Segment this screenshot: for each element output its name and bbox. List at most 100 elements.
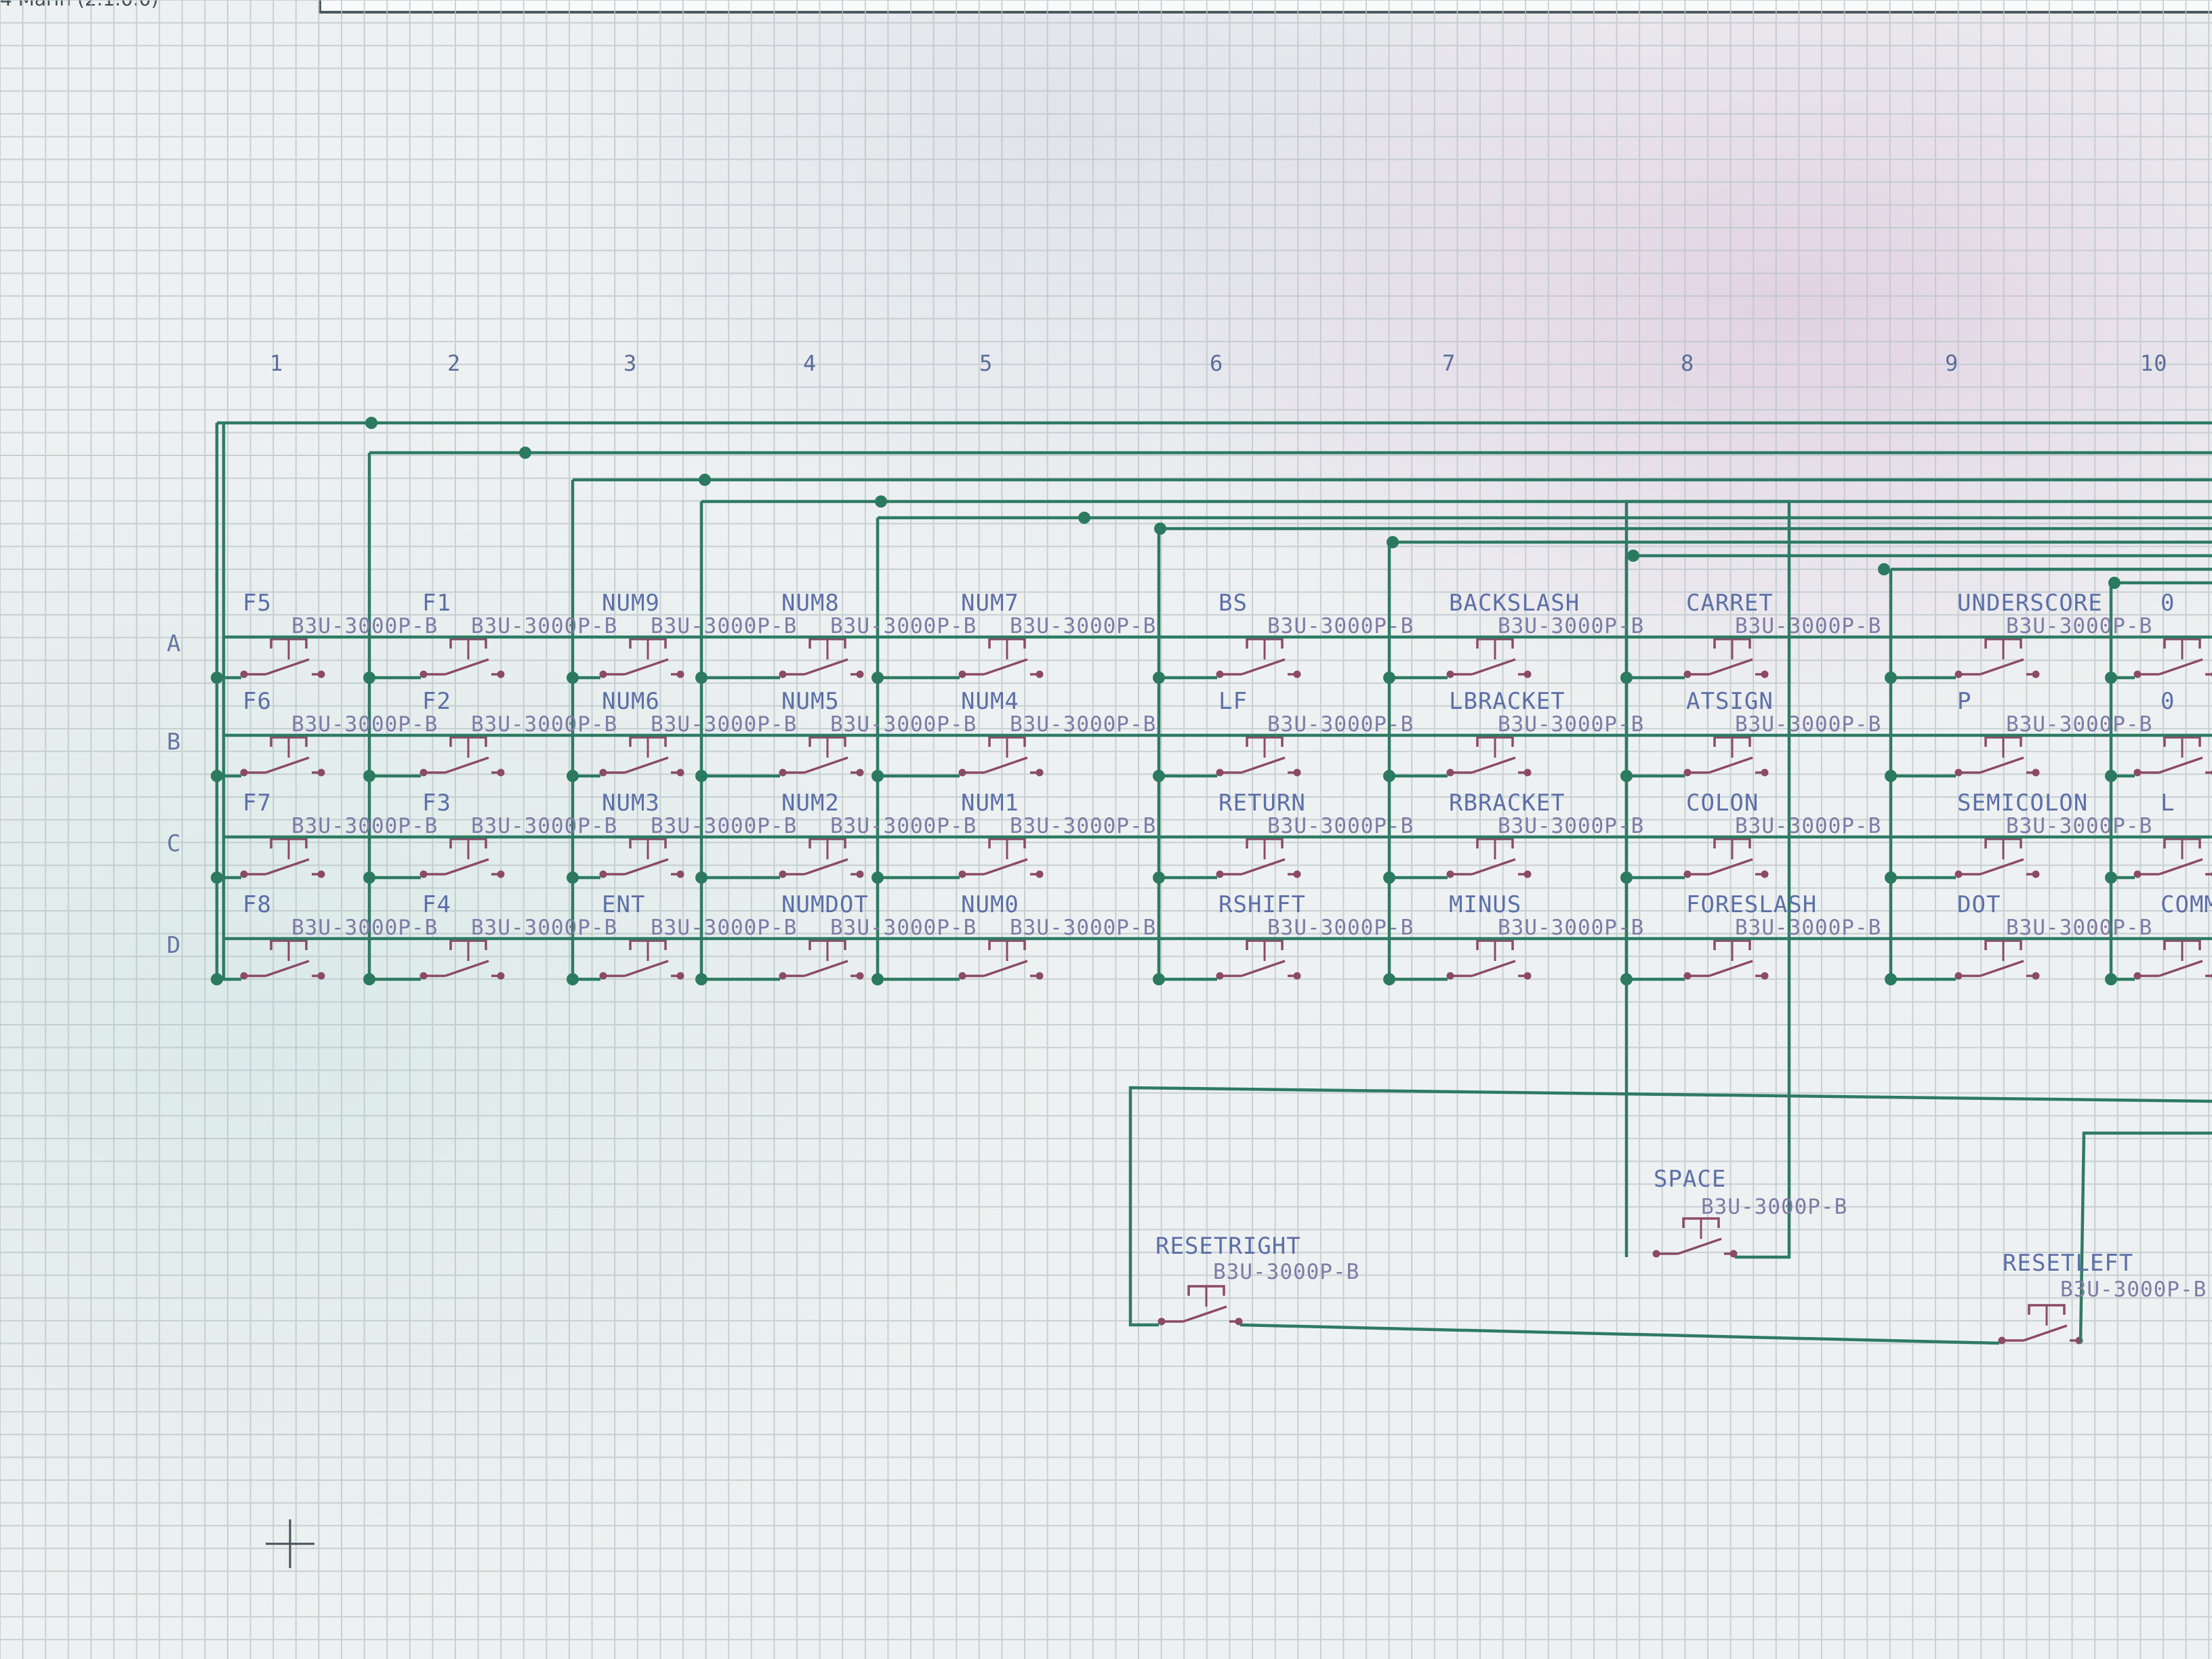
switch-symbol-rbracket[interactable]: [1446, 838, 1532, 878]
switch-symbol-carret[interactable]: [1683, 638, 1769, 678]
switch-label-resetleft: RESETLEFT: [2003, 1250, 2134, 1277]
switch-part-label: B3U-3000P-B: [830, 614, 977, 638]
switch-label-f3: F3: [422, 790, 451, 817]
switch-label-f1: F1: [422, 590, 451, 617]
switch-symbol-lf[interactable]: [1216, 736, 1301, 777]
switch-label-num6: NUM6: [602, 688, 660, 715]
switch-label-colon: COLON: [1686, 790, 1759, 817]
switch-symbol-dot[interactable]: [1954, 939, 2040, 980]
switch-symbol-colon[interactable]: [1683, 838, 1769, 878]
switch-part-label: B3U-3000P-B: [2006, 614, 2153, 638]
switch-symbol-f4[interactable]: [419, 939, 505, 980]
space-switch-wire[interactable]: [1624, 499, 1791, 1259]
switch-part-label: B3U-3000P-B: [471, 814, 618, 838]
switch-symbol-f1[interactable]: [419, 638, 505, 678]
switch-symbol-semicolon[interactable]: [1954, 838, 2040, 878]
switch-part-label: B3U-3000P-B: [1498, 916, 1645, 940]
switch-label-num0: NUM0: [961, 891, 1019, 918]
junction-dot: [695, 770, 708, 782]
junction-dot: [2105, 672, 2117, 684]
junction-dot: [695, 872, 708, 884]
switch-symbol-lbracket[interactable]: [1446, 736, 1532, 777]
junction-dot: [567, 973, 579, 985]
switch-symbol-num4[interactable]: [958, 736, 1044, 777]
switch-part-label: B3U-3000P-B: [1498, 712, 1645, 737]
switch-symbol-comma[interactable]: [2133, 939, 2212, 980]
switch-symbol-rshift[interactable]: [1216, 939, 1301, 980]
junction-dot: [363, 770, 375, 782]
switch-symbol-num6[interactable]: [599, 736, 684, 777]
junction-dot: [2105, 770, 2117, 782]
row-letter-a: A: [167, 630, 182, 657]
switch-label-f5: F5: [243, 590, 272, 617]
switch-symbol-f2[interactable]: [419, 736, 505, 777]
resetright-wire[interactable]: [1128, 1086, 2212, 1327]
switch-symbol-f8[interactable]: [240, 939, 325, 980]
junction-dot: [1878, 563, 1890, 575]
switch-symbol-num5[interactable]: [779, 736, 864, 777]
switch-symbol-f5[interactable]: [240, 638, 325, 678]
switch-symbol-num0[interactable]: [958, 939, 1044, 980]
switch-part-label: B3U-3000P-B: [1498, 614, 1645, 638]
switch-symbol-num7[interactable]: [958, 638, 1044, 678]
junction-dot: [1153, 672, 1165, 684]
switch-label-num5: NUM5: [781, 688, 840, 715]
switch-symbol-resetright[interactable]: [1158, 1285, 1243, 1326]
switch-part-label: B3U-3000P-B: [291, 712, 438, 737]
switch-symbol-0[interactable]: [2133, 638, 2212, 678]
switch-symbol-minus[interactable]: [1446, 939, 1532, 980]
toolbar-panel: [319, 0, 2212, 14]
junction-dot: [695, 672, 708, 684]
switch-symbol-num2[interactable]: [779, 838, 864, 878]
junction-dot: [1078, 512, 1090, 524]
switch-part-label: B3U-3000P-B: [1735, 916, 1882, 940]
junction-dot: [1383, 770, 1395, 782]
junction-dot: [519, 447, 531, 459]
column-number-8: 8: [1681, 350, 1695, 376]
switch-part-label: B3U-3000P-B: [651, 814, 798, 838]
switch-symbol-f7[interactable]: [240, 838, 325, 878]
resetleft-wire[interactable]: [2078, 1131, 2212, 1344]
switch-part-label: B3U-3000P-B: [1735, 614, 1882, 638]
switch-symbol-ent[interactable]: [599, 939, 684, 980]
switch-symbol-l[interactable]: [2133, 838, 2212, 878]
switch-part-label: B3U-3000P-B: [471, 614, 618, 638]
switch-symbol-return[interactable]: [1216, 838, 1301, 878]
window-title: 4 Marin (2.1.0.0): [0, 0, 159, 10]
switch-symbol-underscore[interactable]: [1954, 638, 2040, 678]
switch-part-label: B3U-3000P-B: [651, 712, 798, 737]
switch-symbol-space[interactable]: [1652, 1217, 1738, 1258]
switch-label-p: P: [1957, 688, 1972, 715]
switch-label-num7: NUM7: [961, 590, 1019, 617]
switch-label-minus: MINUS: [1449, 891, 1522, 918]
switch-symbol-num9[interactable]: [599, 638, 684, 678]
switch-part-label: B3U-3000P-B: [2006, 916, 2153, 940]
switch-part-label: B3U-3000P-B: [1010, 814, 1157, 838]
switch-symbol-p[interactable]: [1954, 736, 2040, 777]
switch-symbol-resetleft[interactable]: [1998, 1304, 2083, 1345]
switch-symbol-atsign[interactable]: [1683, 736, 1769, 777]
junction-dot: [699, 474, 711, 486]
switch-symbol-num8[interactable]: [779, 638, 864, 678]
switch-part-label: B3U-3000P-B: [651, 916, 798, 940]
switch-label-l: L: [2160, 790, 2175, 817]
switch-symbol-num1[interactable]: [958, 838, 1044, 878]
switch-symbol-bs[interactable]: [1216, 638, 1301, 678]
switch-symbol-foreslash[interactable]: [1683, 939, 1769, 980]
column-number-4: 4: [803, 350, 817, 376]
switch-symbol-f3[interactable]: [419, 838, 505, 878]
switch-part-label: B3U-3000P-B: [1735, 712, 1882, 737]
switch-symbol-numdot[interactable]: [779, 939, 864, 980]
switch-part-label: B3U-3000P-B: [830, 916, 977, 940]
switch-label-f6: F6: [243, 688, 272, 715]
switch-symbol-backslash[interactable]: [1446, 638, 1532, 678]
reset-common-wire[interactable]: [1240, 1323, 2000, 1345]
switch-part-label: B3U-3000P-B: [1267, 916, 1414, 940]
switch-part-label: B3U-3000P-B: [1010, 614, 1157, 638]
switch-symbol-num3[interactable]: [599, 838, 684, 878]
switch-symbol-f6[interactable]: [240, 736, 325, 777]
switch-symbol-0[interactable]: [2133, 736, 2212, 777]
row-letter-d: D: [167, 932, 182, 959]
